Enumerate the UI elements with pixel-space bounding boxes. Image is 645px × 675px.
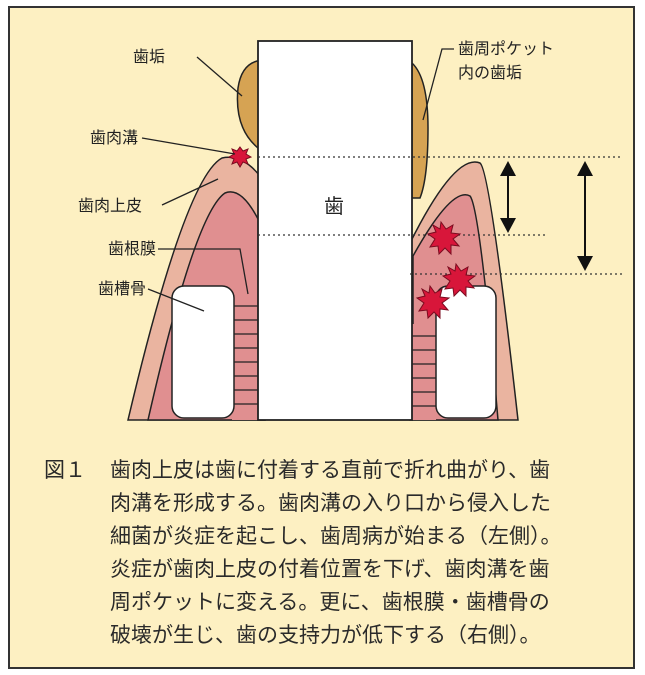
caption-line: 歯肉上皮は歯に付着する直前で折れ曲がり、歯 [110,458,551,482]
label-pocket-plaque-line2: 内の歯垢 [458,63,522,82]
label-alveolar-bone: 歯槽骨 [98,279,146,298]
label-pocket-plaque-line1: 歯周ポケット [458,39,554,58]
right-ligament [412,324,436,420]
bacteria-icon [227,146,253,168]
caption-line: 細菌が炎症を起こし、歯周病が始まる（左側）。 [110,524,562,548]
caption-line: 周ポケットに変える。更に、歯根膜・歯槽骨の [110,590,550,614]
left-alveolar-bone [171,285,235,419]
caption-text: 歯肉上皮は歯に付着する直前で折れ曲がり、歯 肉溝を形成する。歯肉溝の入り口から侵… [110,454,638,652]
tooth [257,40,413,421]
bacteria-icon [441,262,477,298]
caption-line: 肉溝を形成する。歯肉溝の入り口から侵入した [110,491,551,515]
bacteria-icon [415,284,451,320]
leader-lines [141,48,454,312]
caption-line: 破壊が生じ、歯の支持力が低下する（右側）。 [110,623,541,647]
periodontal-diagram: 歯垢 歯周ポケット 内の歯垢 歯肉溝 歯肉上皮 歯根膜 歯槽骨 歯 [78,39,622,421]
right-plaque [411,61,429,199]
reference-lines [258,156,622,275]
label-gingival-sulcus: 歯肉溝 [90,128,138,147]
caption-number: 図１ [44,458,86,482]
sulcus-depth-arrow [500,161,516,233]
bacteria-icon [426,220,462,256]
caption-line: 炎症が歯肉上皮の付着位置を下げ、歯肉溝を歯 [110,557,550,581]
figure-panel: 歯垢 歯周ポケット 内の歯垢 歯肉溝 歯肉上皮 歯根膜 歯槽骨 歯 図１ 歯肉上… [8,6,635,669]
label-tooth: 歯 [324,194,344,218]
pocket-depth-arrow [577,161,593,271]
label-periodontal-ligament: 歯根膜 [108,239,156,258]
label-gingival-epithelium: 歯肉上皮 [78,196,142,215]
label-plaque: 歯垢 [133,47,165,66]
